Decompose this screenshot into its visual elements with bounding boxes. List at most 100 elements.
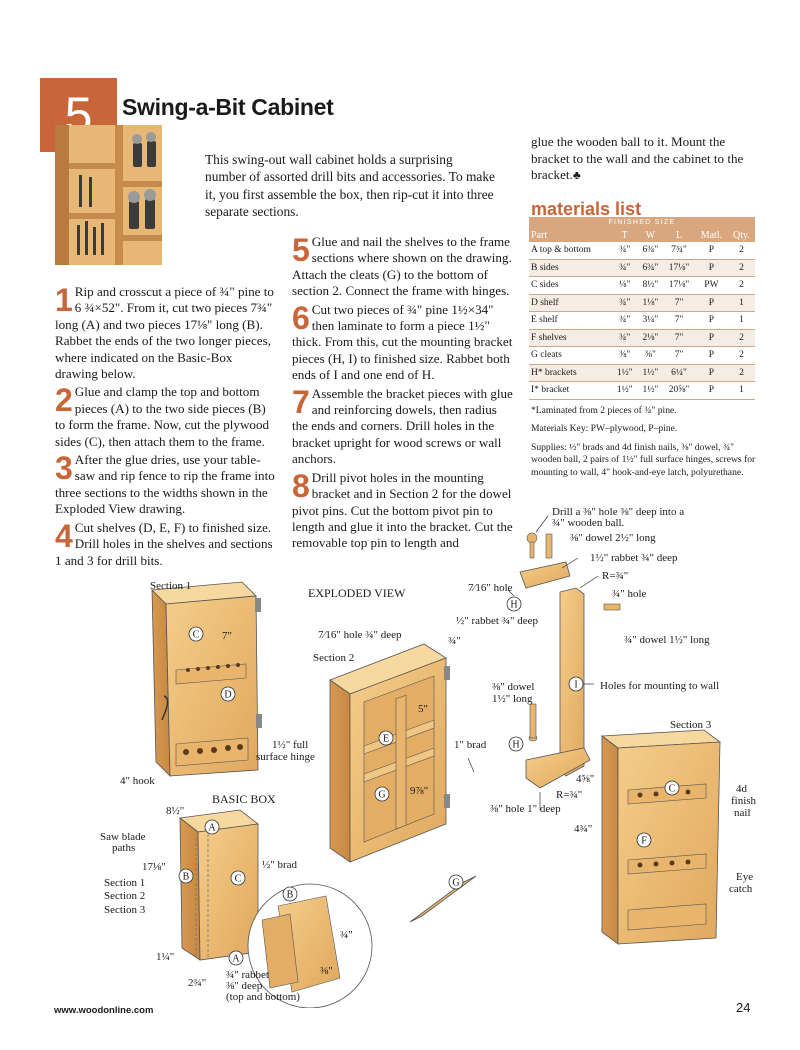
materials-notes: *Laminated from 2 pieces of ¾" pine. Mat… — [531, 405, 759, 485]
svg-text:F: F — [641, 836, 647, 847]
svg-text:Section 3: Section 3 — [670, 719, 712, 731]
svg-text:¾" rabbet: ¾" rabbet — [226, 969, 269, 981]
value-cell: 1 — [727, 294, 755, 312]
value-cell: P — [694, 329, 728, 347]
col-w: W — [637, 228, 664, 242]
value-cell: 7" — [663, 311, 695, 330]
section-3-drawing — [600, 729, 722, 945]
value-cell: ⅜" — [637, 346, 664, 365]
svg-text:Drill a ⅜" hole ⅜" deep into a: Drill a ⅜" hole ⅜" deep into a — [552, 506, 684, 518]
footer-url[interactable]: www.woodonline.com — [54, 1005, 154, 1016]
value-cell: 7¾" — [663, 242, 695, 260]
svg-text:H: H — [512, 740, 519, 751]
value-cell: 6¾" — [637, 242, 664, 260]
continuation-text: glue the wooden ball to it. Mount the br… — [531, 134, 744, 183]
svg-text:C: C — [669, 784, 676, 795]
part-cell: A top & bottom — [529, 242, 612, 260]
value-cell: 1½" — [637, 381, 664, 400]
col-qty: Qty. — [727, 228, 755, 242]
value-cell: 17⅛" — [663, 276, 695, 295]
svg-text:Section 2: Section 2 — [104, 890, 145, 902]
laminated-note: *Laminated from 2 pieces of ¾" pine. — [531, 405, 677, 416]
page-title: Swing-a-Bit Cabinet — [122, 94, 334, 120]
value-cell: P — [694, 242, 728, 260]
materials-header-row: Part T W L Matl. Qty. — [529, 228, 755, 242]
value-cell: 2 — [727, 364, 755, 382]
svg-text:9⅞": 9⅞" — [410, 785, 428, 797]
svg-text:C: C — [235, 874, 242, 885]
value-cell: 7" — [663, 294, 695, 312]
exploded-view-diagram: CDE GGH IHC FAB CBA Section 1 EXPLODED V… — [100, 506, 757, 1008]
col-matl: Matl. — [694, 228, 728, 242]
svg-text:Saw blade: Saw blade — [100, 831, 146, 843]
svg-text:BASIC BOX: BASIC BOX — [212, 792, 276, 806]
value-cell: 1½" — [611, 364, 638, 382]
value-cell: ¾" — [611, 242, 638, 260]
svg-text:⅜": ⅜" — [320, 965, 333, 977]
value-cell: ⅜" — [611, 346, 638, 365]
svg-text:Section 1: Section 1 — [104, 877, 145, 889]
svg-text:B: B — [287, 890, 294, 901]
svg-text:1¼": 1¼" — [156, 951, 174, 963]
svg-text:4" hook: 4" hook — [120, 775, 155, 787]
end-mark-icon: ♣ — [572, 168, 581, 183]
part-cell: C sides — [529, 276, 612, 295]
svg-text:G: G — [452, 878, 459, 889]
svg-text:1½" full: 1½" full — [272, 739, 308, 751]
value-cell: 2 — [727, 329, 755, 347]
basic-box-drawing — [179, 809, 373, 1008]
svg-text:⅜" hole 1" deep: ⅜" hole 1" deep — [490, 803, 561, 815]
value-cell: P — [694, 294, 728, 312]
svg-text:surface hinge: surface hinge — [256, 751, 315, 763]
value-cell: P — [694, 259, 728, 277]
value-cell: 2 — [727, 242, 755, 260]
finished-size-header: FINISHED SIZE — [529, 217, 755, 228]
svg-text:¾" dowel 1½" long: ¾" dowel 1½" long — [624, 634, 710, 646]
materials-key: Materials Key: PW–plywood, P–pine. — [531, 423, 678, 435]
intro-paragraph: This swing-out wall cabinet holds a surp… — [205, 152, 495, 219]
svg-text:Section 1: Section 1 — [150, 580, 191, 592]
svg-text:EXPLODED VIEW: EXPLODED VIEW — [308, 586, 406, 600]
svg-text:8½": 8½" — [166, 805, 184, 817]
value-cell: 2⅛" — [637, 329, 664, 347]
svg-text:R=¾": R=¾" — [602, 570, 628, 582]
part-callouts — [178, 596, 680, 966]
materials-table: FINISHED SIZE Part T W L Matl. Qty. A to… — [529, 217, 755, 400]
svg-text:A: A — [208, 823, 216, 834]
value-cell: 8½" — [637, 276, 664, 295]
value-cell: ¾" — [611, 259, 638, 277]
svg-text:B: B — [183, 872, 190, 883]
svg-text:finish: finish — [731, 795, 757, 807]
part-cell: E shelf — [529, 311, 612, 330]
value-cell: 6¼" — [663, 364, 695, 382]
value-cell: P — [694, 364, 728, 382]
value-cell: 1 — [727, 381, 755, 400]
svg-text:R=¾": R=¾" — [556, 789, 582, 801]
section-1-drawing — [151, 581, 262, 777]
value-cell: 2 — [727, 259, 755, 277]
svg-text:I: I — [574, 680, 577, 691]
svg-text:7": 7" — [222, 630, 232, 642]
svg-text:Holes for mounting to wall: Holes for mounting to wall — [600, 680, 719, 692]
svg-text:⅜" deep: ⅜" deep — [226, 980, 263, 992]
svg-text:Eye: Eye — [736, 871, 753, 883]
svg-text:(top and bottom): (top and bottom) — [226, 991, 300, 1003]
section-2-drawing — [329, 643, 477, 923]
value-cell: 1½" — [637, 364, 664, 382]
svg-text:½" rabbet ¾" deep: ½" rabbet ¾" deep — [456, 615, 538, 627]
col-t: T — [611, 228, 638, 242]
svg-text:4¾": 4¾" — [574, 823, 592, 835]
value-cell: 1½" — [611, 381, 638, 400]
value-cell: 7" — [663, 329, 695, 347]
